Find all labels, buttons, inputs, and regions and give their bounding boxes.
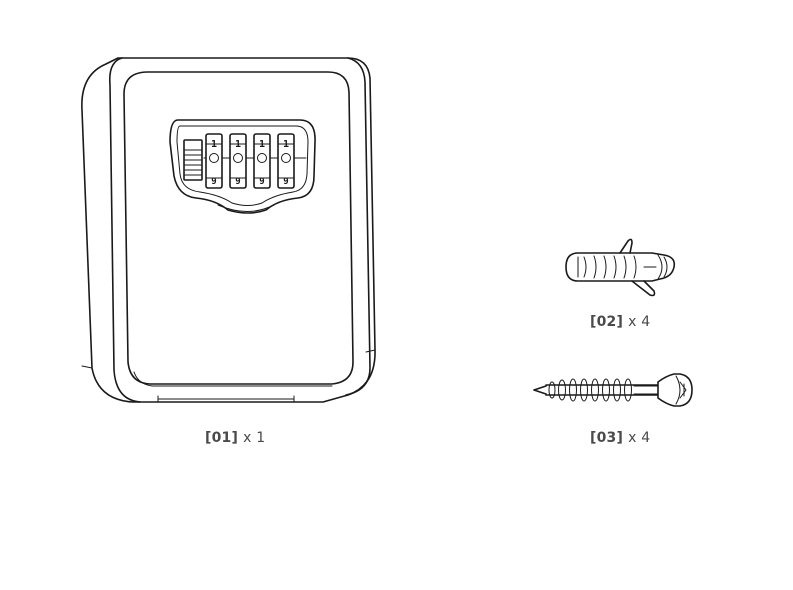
dial-3-digit-bottom: 9: [259, 177, 264, 187]
part-wall-anchor: [560, 235, 685, 300]
part-02-code: [02]: [590, 314, 624, 330]
screw-icon: [533, 373, 693, 407]
part-03-label: [03]x 4: [590, 430, 650, 446]
dial-4-digit-top: 1: [283, 139, 289, 150]
part-02-label: [02]x 4: [590, 314, 650, 330]
part-02-qty: x 4: [628, 314, 651, 330]
part-screw: [530, 368, 700, 412]
dial-wheels: 1 9 1 9 1 9 1 9: [205, 133, 295, 189]
part-01-qty: x 1: [243, 430, 266, 446]
dial-1-digit-top: 1: [211, 139, 217, 150]
part-01-code: [01]: [205, 430, 239, 446]
dial-4-digit-bottom: 9: [283, 177, 288, 187]
dial-2-digit-bottom: 9: [235, 177, 240, 187]
part-01-label: [01]x 1: [205, 430, 265, 446]
dial-1-digit-bottom: 9: [211, 177, 216, 187]
part-03-code: [03]: [590, 430, 624, 446]
key-lock-box-icon: 1 9 1 9 1 9 1 9: [81, 57, 376, 403]
dial-3-digit-top: 1: [259, 139, 265, 150]
part-03-qty: x 4: [628, 430, 651, 446]
dial-2-digit-top: 1: [235, 139, 241, 150]
part-lock-box: 1 9 1 9 1 9 1 9: [78, 50, 383, 415]
wall-anchor-icon: [565, 238, 676, 297]
